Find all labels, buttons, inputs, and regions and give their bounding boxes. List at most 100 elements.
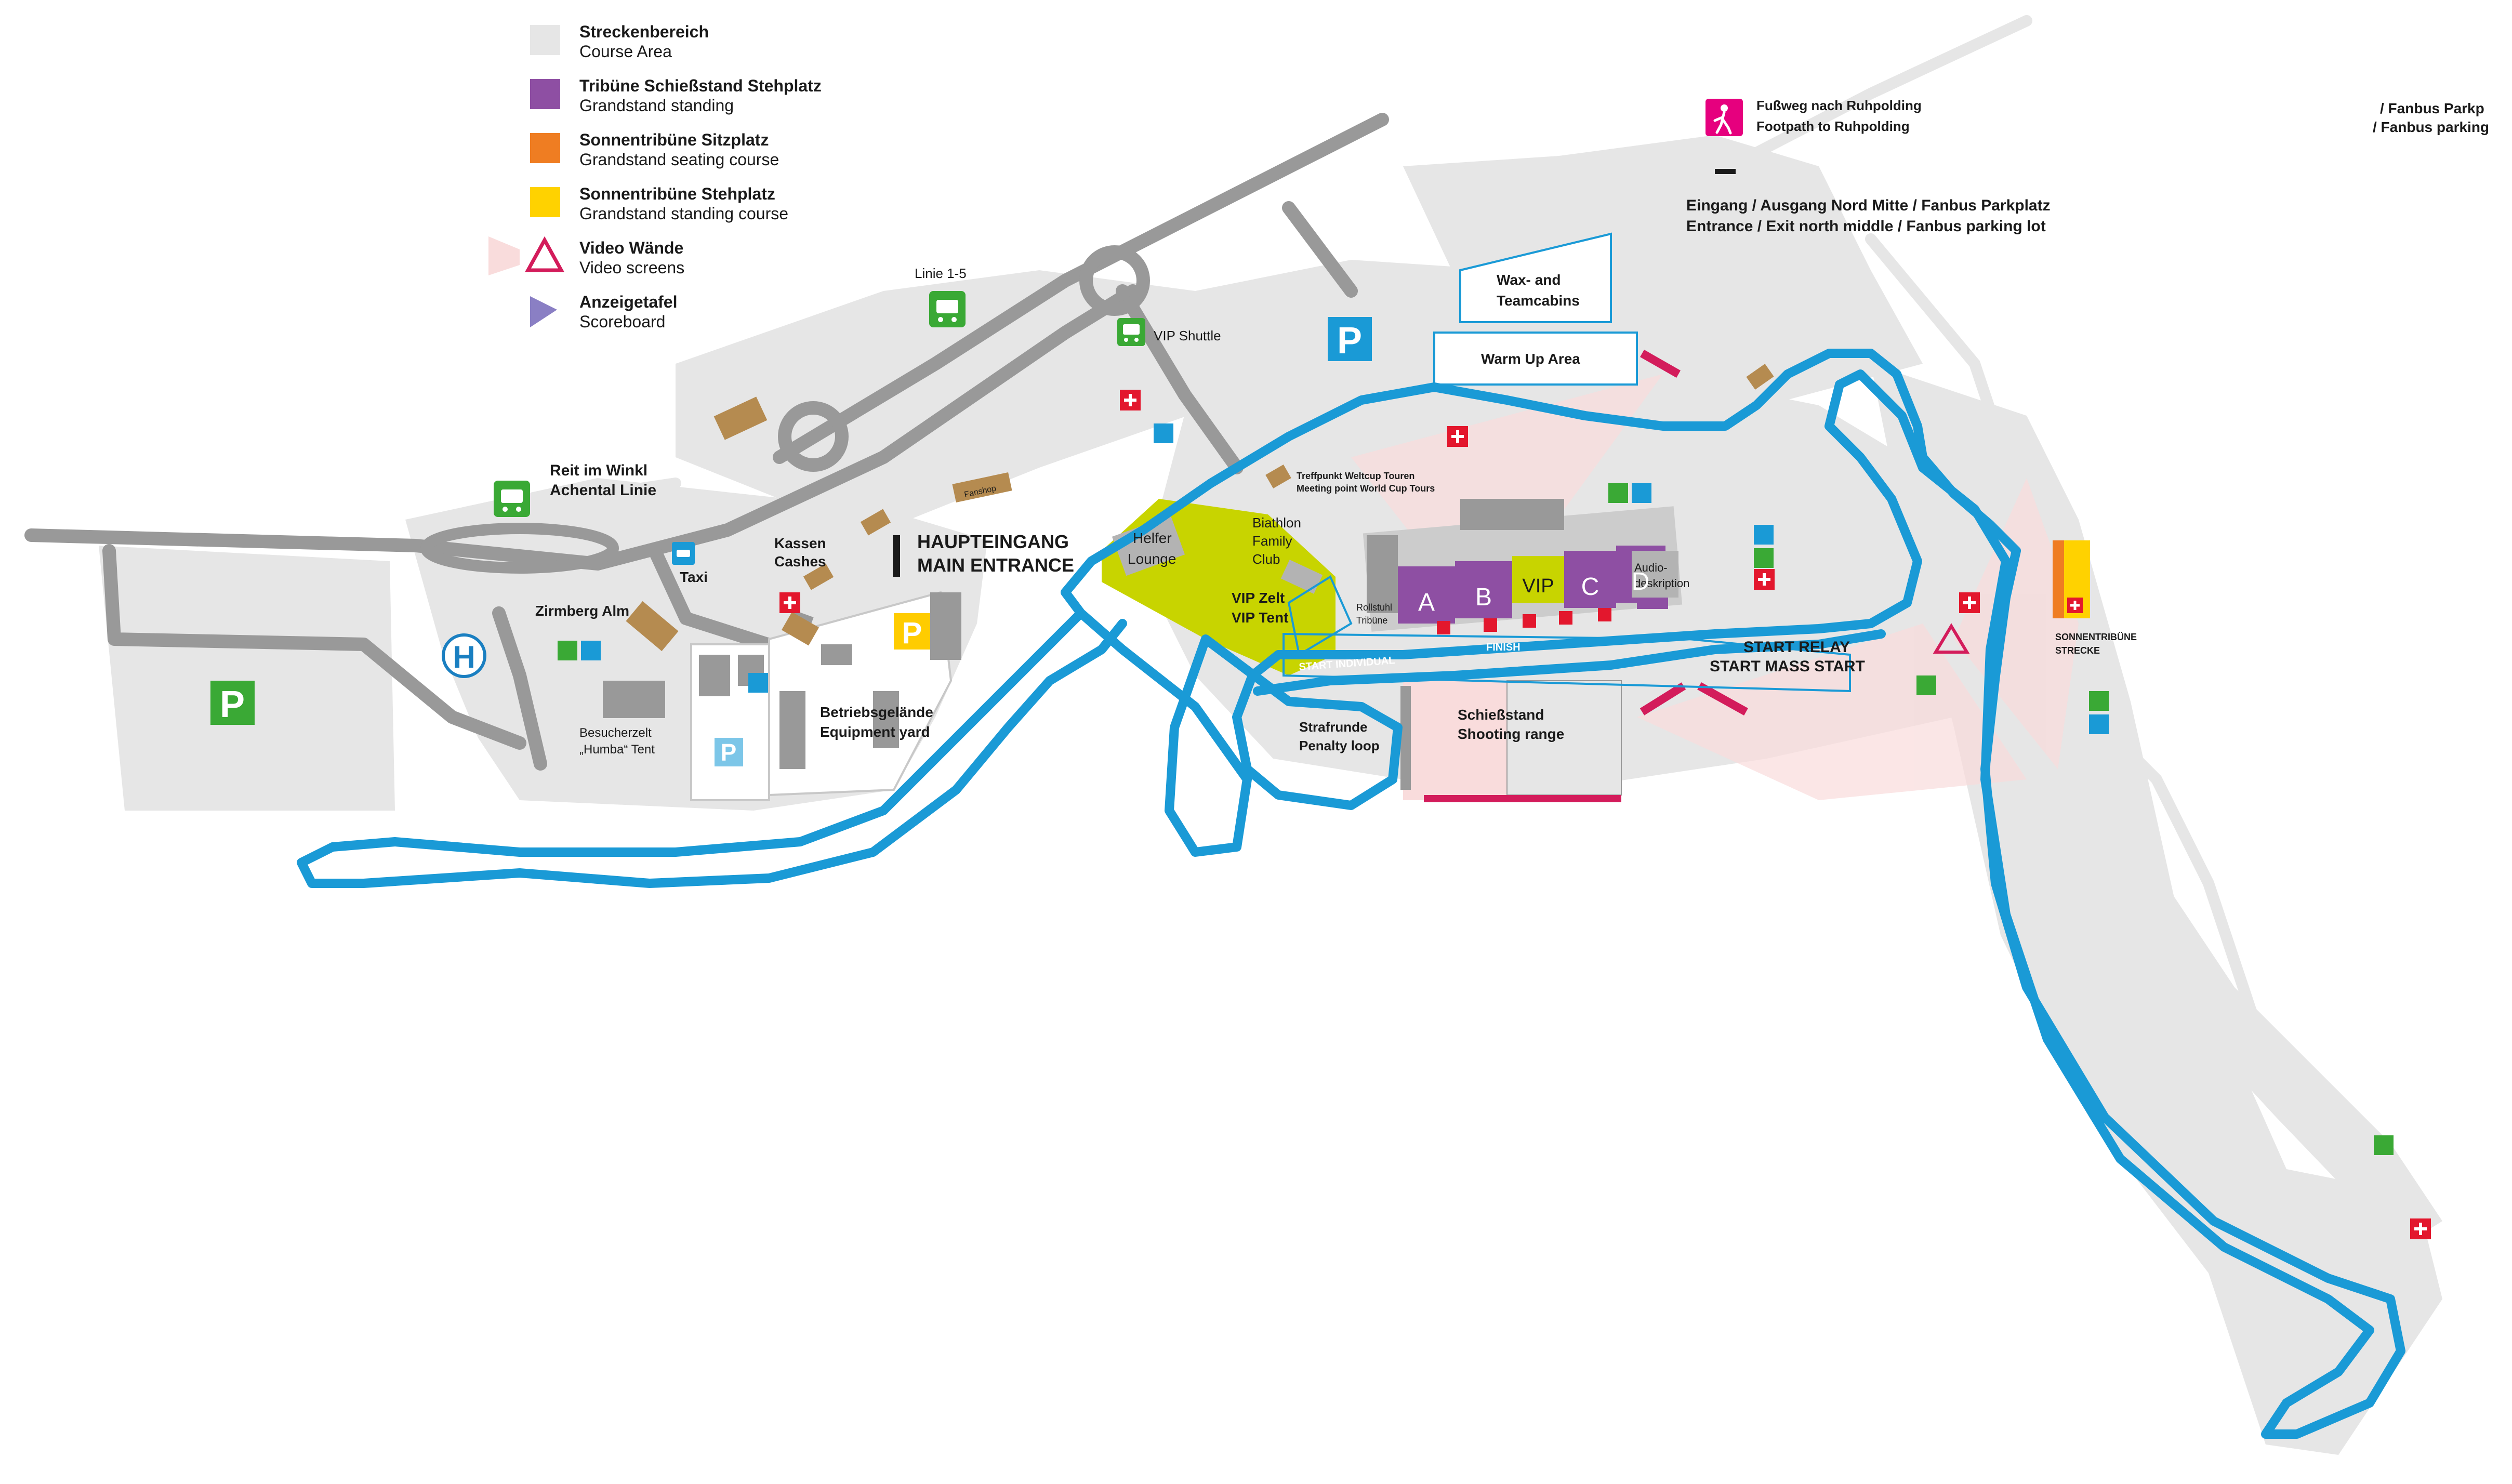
label-vip-zelt: VIP Zelt (1232, 590, 1285, 606)
legend-sonnen-standing-de: Sonnentribüne Stehplatz (579, 184, 775, 203)
label-sonnen-1: SONNENTRIBÜNE (2055, 632, 2137, 642)
block-c (1564, 551, 1616, 608)
stadium-medic-row (1437, 608, 1611, 634)
label-warmup: Warm Up Area (1481, 351, 1580, 367)
legend-video-triangle-icon (525, 236, 564, 272)
service-icons (558, 423, 2394, 1155)
rollstuhl-tribune-outline (1287, 575, 1353, 657)
label-family-1: Biathlon (1252, 515, 1301, 531)
video-screen-stadium-1 (1640, 682, 1686, 716)
legend-grandstand-standing-en: Grandstand standing (579, 96, 734, 115)
parking-west-sign: P (210, 681, 255, 725)
hut-entrance-1 (860, 509, 891, 536)
label-schiess-1: Schießstand (1458, 707, 1544, 723)
helipad-letter: H (453, 640, 475, 674)
footpath-ruhpolding (1725, 15, 2032, 172)
legend-grandstand-seating-de: Sonnentribüne Sitzplatz (579, 130, 769, 149)
stadium-medic-1 (1437, 621, 1450, 634)
audio-description-block (1637, 598, 1668, 609)
north-entrance-gate (1715, 169, 1736, 174)
wc-icon-north (1154, 423, 1173, 443)
block-a (1398, 566, 1455, 624)
course-area-west-parking (99, 546, 395, 811)
legend-scoreboard-de: Anzeigetafel (579, 293, 677, 311)
bus-icon-vip-shuttle (1117, 318, 1145, 346)
shooting-range (1400, 680, 1622, 802)
warmup-area-outline (1433, 332, 1638, 386)
block-vip (1512, 556, 1564, 603)
legend-text: Streckenbereich Course Area Tribüne Schi… (579, 22, 822, 331)
video-screen-warmup (1640, 350, 1681, 378)
helfer-lounge-building (1112, 515, 1185, 576)
view-cone-east (1954, 478, 2079, 769)
roundabout-east (1079, 245, 1150, 316)
stadium-tower (1460, 499, 1564, 530)
hut-kassen (782, 612, 819, 646)
label-wax-1: Wax- and (1497, 272, 1561, 288)
legend-video-de: Video Wände (579, 239, 683, 257)
label-zirmberg: Zirmberg Alm (535, 603, 629, 619)
main-entrance-gate (893, 535, 900, 577)
block-d-label: D (1632, 568, 1650, 595)
label-treffpunkt-2: Meeting point World Cup Tours (1297, 483, 1435, 494)
block-b-label: B (1475, 584, 1492, 611)
label-taxi: Taxi (680, 569, 708, 585)
bus-icon-linie (929, 291, 966, 327)
block-c-label: C (1581, 573, 1599, 601)
wax-cabins-outline (1459, 232, 1612, 323)
footpath-east-ridge (1865, 233, 2422, 1279)
road-parallel-highway (773, 113, 1389, 464)
stadium-medic-5 (1598, 608, 1611, 621)
wc-icon-stadium (1632, 483, 1651, 503)
label-schiess-2: Shooting range (1458, 726, 1564, 742)
stadium-wing (1367, 535, 1398, 613)
family-club-building (1280, 560, 1323, 594)
label-helfer-1: Helfer (1133, 530, 1172, 546)
hut-entrance-2 (803, 563, 834, 590)
label-reit-1: Reit im Winkl (550, 462, 647, 479)
label-sonnen-2: STRECKE (2055, 645, 2100, 656)
shooting-range-lanes (1506, 680, 1622, 796)
parking-yellow-letter: P (902, 616, 922, 650)
label-footpath-en: Footpath to Ruhpolding (1756, 118, 1910, 134)
building-yard-2 (873, 691, 899, 748)
label-kassen-1: Kassen (774, 535, 826, 551)
food-icon-sonnen (2089, 691, 2109, 711)
car-park-light (690, 643, 770, 801)
label-besucher-2: „Humba“ Tent (579, 743, 655, 757)
label-besucher-1: Besucherzelt (579, 726, 652, 740)
parking-west-letter: P (220, 684, 245, 725)
label-fanbus-top-2: / Fanbus parking (2373, 119, 2489, 135)
track-layer (297, 349, 2405, 1439)
hut-zirmberg (626, 601, 679, 652)
parking-light-sign: P (715, 738, 743, 766)
medical-icon-sonnen (2067, 598, 2083, 613)
legend-sonnen-standing-en: Grandstand standing course (579, 204, 788, 223)
block-vip-label: VIP (1522, 575, 1554, 597)
audio-description-area (1632, 551, 1678, 598)
wc-icon-sonnen (2089, 714, 2109, 734)
legend-course-area-de: Streckenbereich (579, 22, 709, 41)
sonnentribuene-seating (2053, 540, 2064, 618)
hut-treffpunkt (1265, 465, 1291, 488)
parking-north-letter: P (1337, 320, 1362, 362)
legend-swatch-grandstand-seating (530, 133, 560, 163)
hut-fanshop (952, 472, 1012, 503)
helipad-icon: H (442, 633, 486, 678)
besucherzelt-building (603, 681, 665, 718)
label-haupteingang: HAUPTEINGANG (917, 531, 1069, 552)
legend-swatch-sonnen-standing (530, 187, 560, 217)
medical-icon-north (1120, 390, 1141, 410)
label-rollstuhl-2: Tribüne (1356, 615, 1387, 626)
label-helfer-2: Lounge (1128, 551, 1176, 567)
road-main-highway (24, 284, 1140, 571)
stadium-medic-3 (1523, 614, 1536, 628)
label-treffpunkt-1: Treffpunkt Weltcup Touren (1297, 471, 1414, 481)
stadium (1363, 499, 1683, 632)
label-start-relay: START RELAY (1743, 639, 1850, 656)
road-highway-loop (420, 523, 619, 574)
label-main-entrance: MAIN ENTRANCE (917, 554, 1074, 576)
wc-icon-zirmberg (581, 641, 601, 660)
footpath-lines (410, 15, 2422, 1279)
label-family-3: Club (1252, 551, 1280, 567)
